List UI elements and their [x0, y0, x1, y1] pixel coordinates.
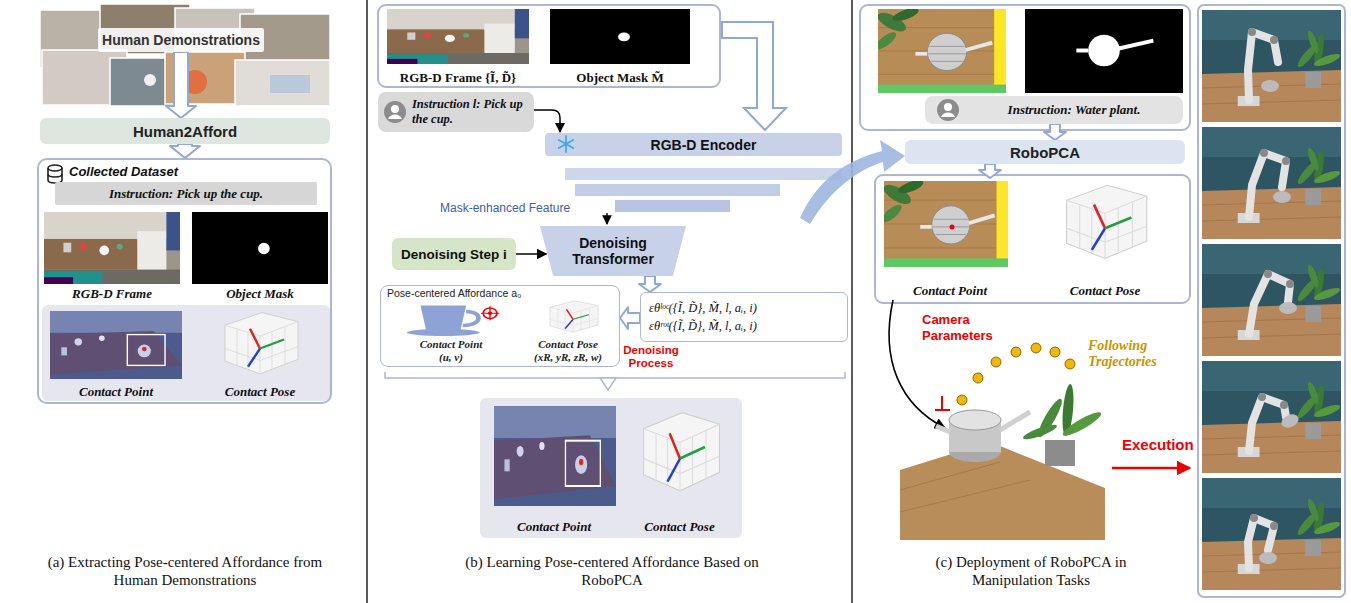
node-text: RGB-D Frame {Ĩ, D̃}	[400, 70, 516, 85]
instruction-box: Instruction: Water plant.	[925, 96, 1183, 124]
title-box: Human Demonstrations	[98, 28, 264, 52]
node-text: εθˡᵒᶜ({Ĩ, D̃}, M̃, l, aᵢ, i)	[649, 299, 757, 317]
image-panel: Object Mask	[190, 211, 330, 301]
node-text: Contact Point	[420, 338, 483, 351]
block-arrow	[979, 164, 1001, 178]
dataset-panel: Collected DatasetInstruction: Pick up th…	[37, 158, 332, 404]
caption: (b) Learning Pose-centered Affordance Ba…	[462, 553, 762, 589]
image-panel: Contact Point	[46, 309, 186, 399]
node-text: Instruction: Water plant.	[1008, 102, 1141, 118]
node-text: Human Demonstrations	[102, 32, 260, 48]
node-text: (u, v)	[439, 351, 463, 364]
node-text: Pose-centered Affordance a₀	[387, 287, 521, 299]
image-panel: Contact Point	[880, 178, 1020, 298]
node-text: Contact Pose	[1070, 283, 1140, 298]
model-box: RoboPCA	[905, 140, 1185, 164]
block-arrow	[639, 276, 661, 292]
node-text: Object Mask M̃	[576, 70, 663, 85]
node-text: Instruction: Pick up the cup.	[109, 186, 263, 202]
node-text: εθʳᵒᵗ({Ĩ, D̃}, M̃, l, aᵢ, i)	[649, 317, 757, 335]
annotation-label: Following Trajectories	[1088, 338, 1192, 370]
node-text: Contact Pose	[644, 519, 714, 534]
plot-panel: Contact Pose(xR, yR, zR, w)	[518, 300, 618, 364]
node-text: Instruction l: Pick up the cup.	[412, 97, 528, 127]
node-text: (xR, yR, zR, w)	[534, 351, 602, 364]
process-box: Denoising Step i	[392, 238, 516, 270]
person-icon	[937, 99, 959, 121]
image-panel: RGB-D Frame {Ĩ, D̃}	[382, 8, 534, 85]
feature-label: Mask-enhanced Feature	[440, 201, 575, 215]
instruction-box: Instruction l: Pick up the cup.	[378, 92, 534, 132]
snowflake-icon	[557, 135, 575, 153]
image-panel: Contact Point(u, v)	[386, 300, 516, 364]
node-text: Denoising Step i	[401, 247, 507, 262]
node-text: Human2Afford	[133, 123, 237, 140]
arrow-line	[516, 253, 546, 255]
node-text: Collected Dataset	[69, 164, 178, 179]
affordance-panel: Pose-centered Affordance a₀Contact Point…	[380, 285, 620, 367]
node-text: Denoising Transformer	[554, 235, 672, 267]
node-text: Contact Point	[79, 384, 153, 399]
node-text: Contact Pose	[225, 384, 295, 399]
node-text: RoboPCA	[1010, 144, 1080, 161]
image-panel: Contact Point	[488, 402, 620, 534]
caption: (a) Extracting Pose-centered Affordance …	[30, 553, 340, 589]
node-text: Contact Point	[517, 519, 591, 534]
block-arrow	[620, 307, 640, 329]
annotation-label: Execution	[1122, 436, 1212, 453]
node-text: Contact Pose	[538, 338, 598, 351]
image-panel: Object Mask M̃	[540, 8, 700, 85]
node-text: Contact Point	[913, 283, 987, 298]
process-box: Human2Afford	[40, 118, 330, 144]
caption: (c) Deployment of RoboPCA in Manipulatio…	[900, 553, 1162, 589]
transformer-trapezoid: Denoising Transformer	[540, 226, 686, 276]
formula-box: εθˡᵒᶜ({Ĩ, D̃}, M̃, l, aᵢ, i)εθʳᵒᵗ({Ĩ, D̃…	[640, 292, 848, 342]
node-text: RGB-D Frame	[72, 286, 152, 301]
annotation-label: Camera Parameters	[922, 312, 1022, 344]
image-panel: RGB-D Frame	[42, 211, 182, 301]
person-icon	[384, 101, 406, 123]
edge-label: Denoising Process	[622, 344, 680, 370]
encoder-box: RGB-D Encoder	[545, 133, 842, 156]
arrow-line	[534, 110, 560, 132]
plot-panel: Contact Pose	[196, 309, 324, 399]
block-arrow	[1044, 124, 1066, 140]
plot-panel: Contact Pose	[1035, 178, 1175, 298]
block-arrow	[170, 144, 200, 158]
instruction-band: Instruction: Pick up the cup.	[55, 182, 317, 205]
node-text: Object Mask	[226, 286, 294, 301]
plot-panel: Contact Pose	[622, 402, 737, 534]
block-arrow	[166, 52, 196, 118]
database-icon	[46, 164, 64, 184]
node-text: RGB-D Encoder	[651, 137, 757, 153]
